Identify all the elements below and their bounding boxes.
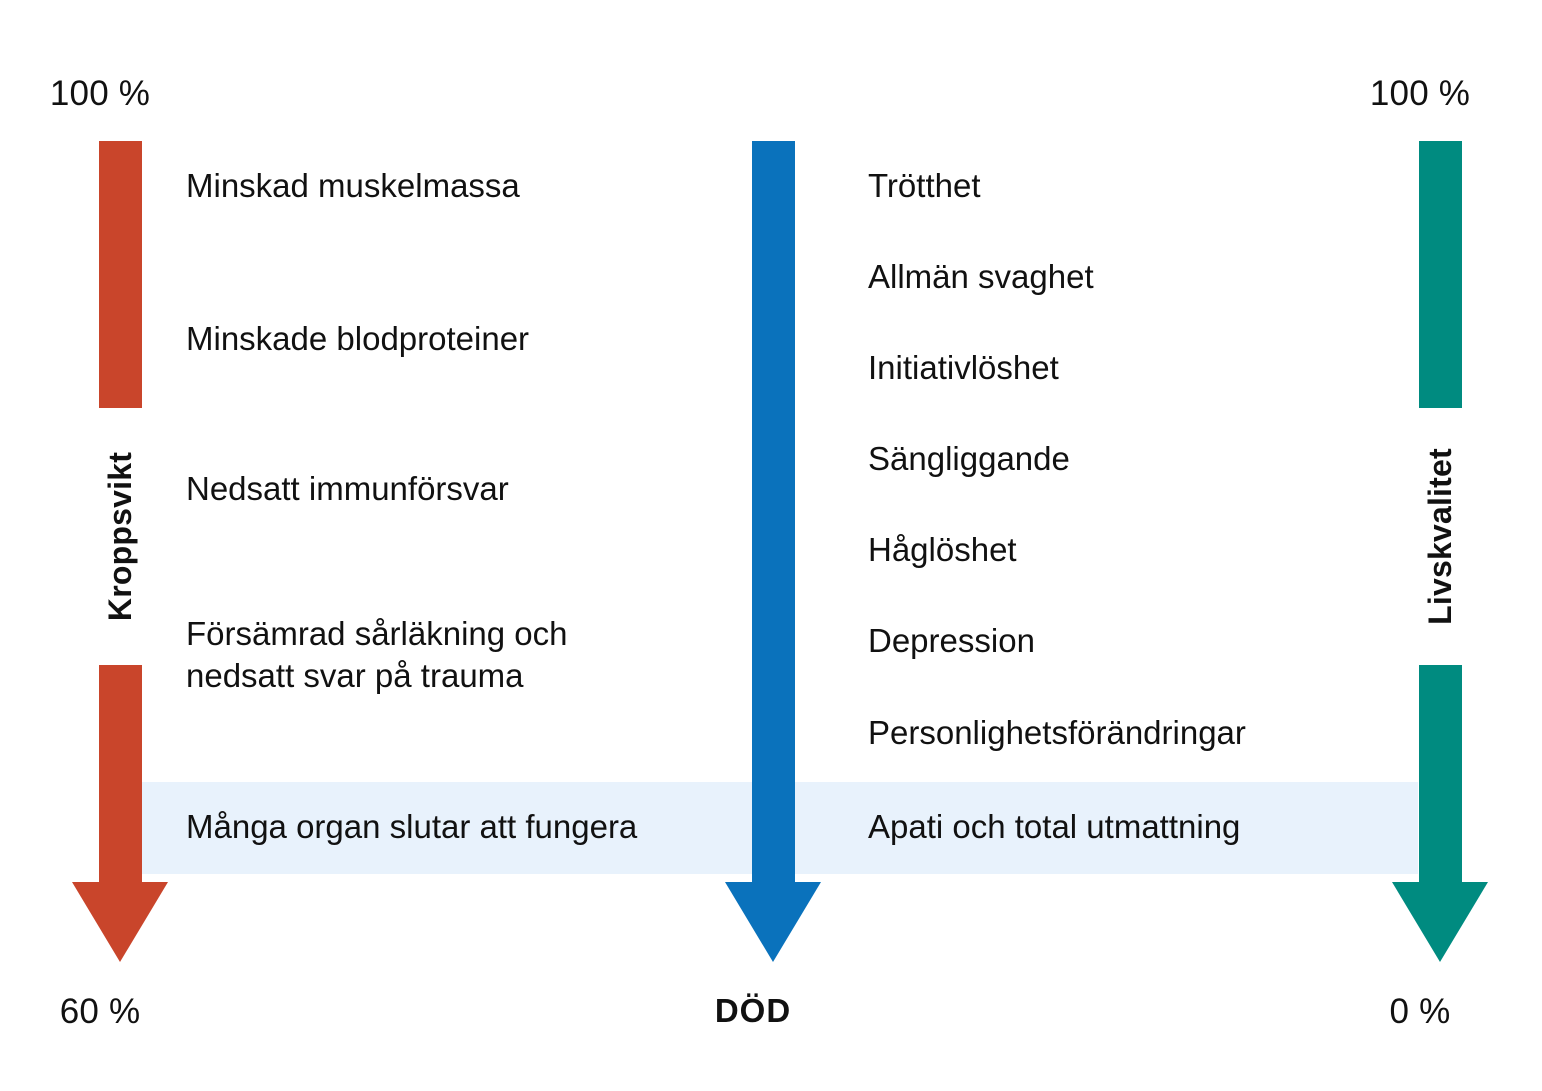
weight-symptom-item: Försämrad sårläkning och nedsatt svar på… bbox=[186, 615, 568, 695]
death-bottom-label: DÖD bbox=[714, 992, 792, 1029]
quality-axis-title: Livskvalitet bbox=[1419, 408, 1462, 665]
weight-arrowhead-icon bbox=[72, 882, 168, 962]
axis-livskvalitet: 100 % Livskvalitet 0 % bbox=[1340, 0, 1500, 1091]
weight-axis-title: Kroppsvikt bbox=[99, 408, 142, 665]
weight-axis-title-text: Kroppsvikt bbox=[102, 451, 139, 622]
weight-bar-upper bbox=[99, 141, 142, 408]
quality-bar-lower bbox=[1419, 665, 1462, 882]
weight-symptom-item-terminal: Många organ slutar att fungera bbox=[186, 808, 638, 845]
quality-symptom-item: Sängliggande bbox=[868, 440, 1070, 477]
weight-bar-lower bbox=[99, 665, 142, 882]
weight-bottom-label: 60 % bbox=[59, 992, 141, 1031]
quality-symptom-item: Håglöshet bbox=[868, 531, 1017, 568]
quality-symptom-item: Initiativlöshet bbox=[868, 349, 1059, 386]
weight-top-label: 100 % bbox=[49, 74, 151, 113]
quality-symptom-item: Depression bbox=[868, 622, 1035, 659]
death-arrowhead-icon bbox=[725, 882, 821, 962]
death-bar bbox=[752, 141, 795, 882]
quality-symptom-item-terminal: Apati och total utmattning bbox=[868, 808, 1241, 845]
quality-axis-title-text: Livskvalitet bbox=[1422, 448, 1458, 625]
quality-symptom-item: Trötthet bbox=[868, 167, 981, 204]
weight-symptom-item: Minskade blodproteiner bbox=[186, 320, 530, 357]
quality-arrowhead-icon bbox=[1392, 882, 1488, 962]
quality-symptom-item: Allmän svaghet bbox=[868, 258, 1094, 295]
weight-symptom-item: Nedsatt immunförsvar bbox=[186, 470, 509, 507]
axis-dod: DÖD bbox=[673, 0, 833, 1091]
quality-top-label: 100 % bbox=[1369, 74, 1471, 113]
axis-kroppsvikt: 100 % Kroppsvikt 60 % bbox=[20, 0, 180, 1091]
quality-bottom-label: 0 % bbox=[1389, 992, 1451, 1031]
quality-symptom-item: Personlighetsförändringar bbox=[868, 714, 1246, 751]
quality-bar-upper bbox=[1419, 141, 1462, 408]
weight-symptom-item: Minskad muskelmassa bbox=[186, 167, 520, 204]
